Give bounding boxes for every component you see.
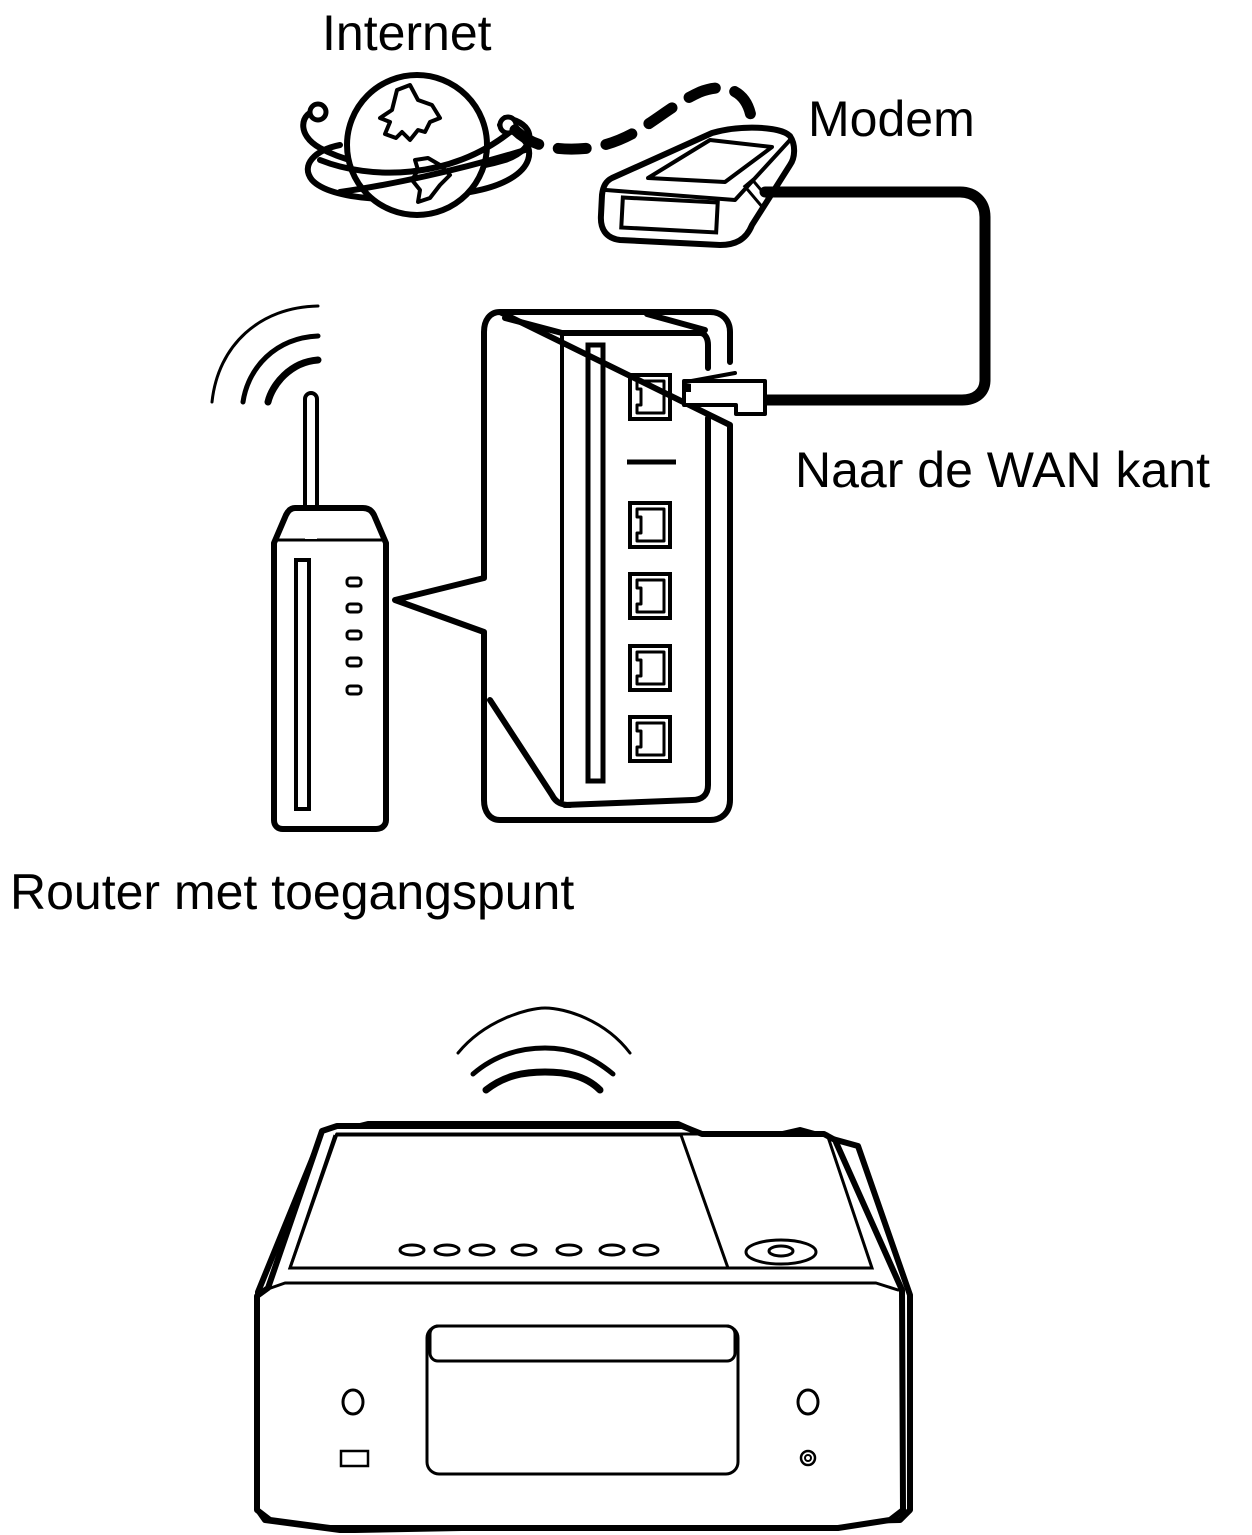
globe-icon	[300, 72, 533, 218]
wifi-signal-icon	[210, 304, 322, 406]
lan-port-icon	[628, 715, 672, 763]
wan-side-label: Naar de WAN kant	[795, 442, 1210, 498]
internet-modem-dashed-link	[509, 82, 758, 155]
modem-icon	[597, 124, 798, 248]
lan-port-icon	[628, 501, 672, 549]
lan-port-icon	[628, 572, 672, 620]
router-port-callout	[392, 309, 767, 823]
ethernet-plug-icon	[682, 371, 767, 416]
wan-port-icon	[628, 373, 672, 421]
internet-label: Internet	[322, 5, 492, 61]
network-cd-receiver-icon	[254, 1006, 913, 1533]
modem-router-cable	[759, 186, 991, 406]
router-label: Router met toegangspunt	[10, 864, 575, 920]
wifi-signal-icon	[456, 1006, 632, 1094]
lan-port-icon	[628, 644, 672, 692]
modem-label: Modem	[808, 91, 975, 147]
wireless-router-icon	[210, 304, 389, 832]
